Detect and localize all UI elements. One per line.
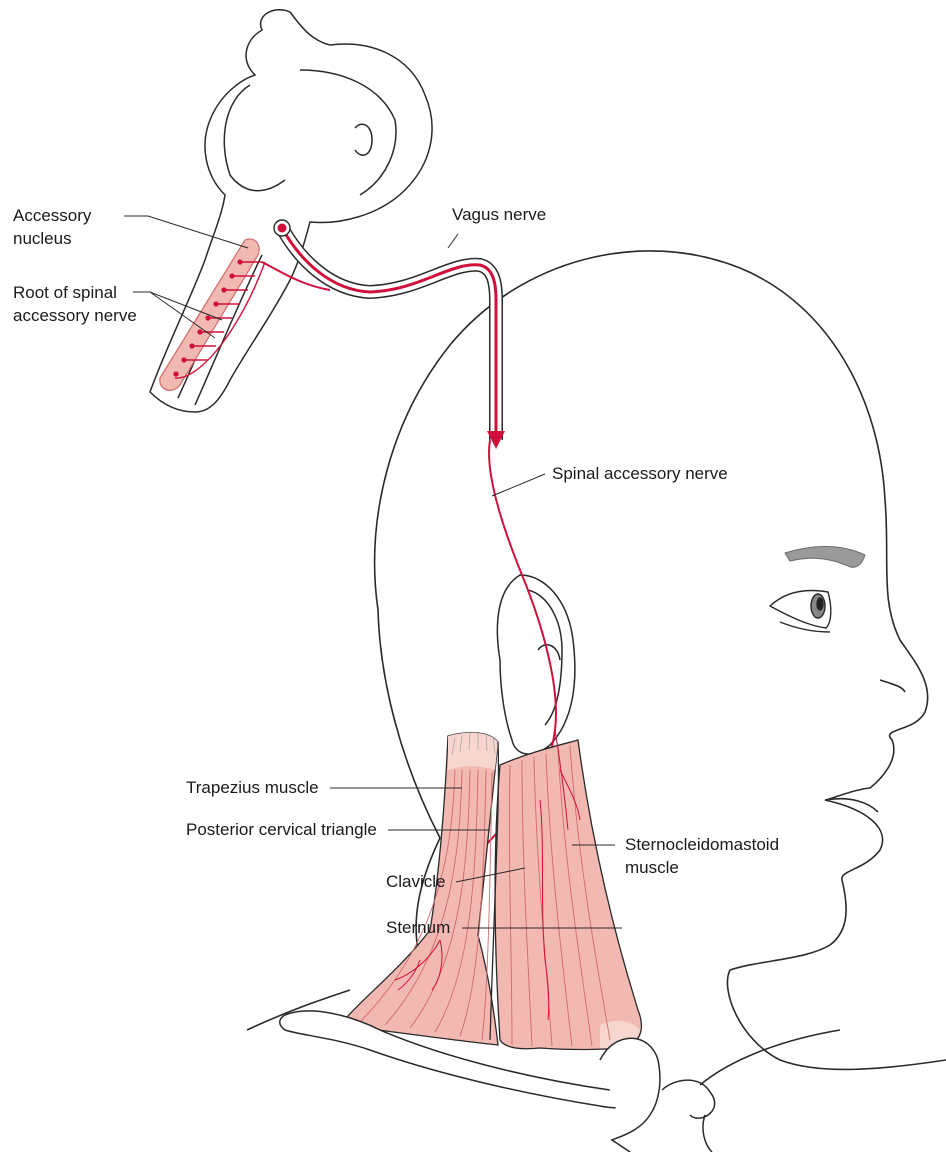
label-spinal-accessory-nerve: Spinal accessory nerve (552, 463, 728, 484)
label-root-line1: Root of spinal (13, 282, 117, 303)
label-clavicle: Clavicle (386, 871, 446, 892)
label-root-line2: accessory nerve (13, 305, 137, 326)
nerve-trunk (262, 228, 496, 440)
eye (770, 591, 831, 632)
label-trapezius-muscle: Trapezius muscle (186, 777, 319, 798)
ear (497, 575, 575, 754)
label-vagus-nerve: Vagus nerve (452, 204, 546, 225)
label-sternocleidomastoid-line1: Sternocleidomastoid (625, 834, 779, 855)
label-sternocleidomastoid-line2: muscle (625, 857, 679, 878)
eyebrow (785, 547, 865, 568)
label-accessory-nucleus-line2: nucleus (13, 228, 72, 249)
label-posterior-cervical-triangle: Posterior cervical triangle (186, 819, 377, 840)
label-sternum: Sternum (386, 917, 450, 938)
label-accessory-nucleus-line1: Accessory (13, 205, 91, 226)
